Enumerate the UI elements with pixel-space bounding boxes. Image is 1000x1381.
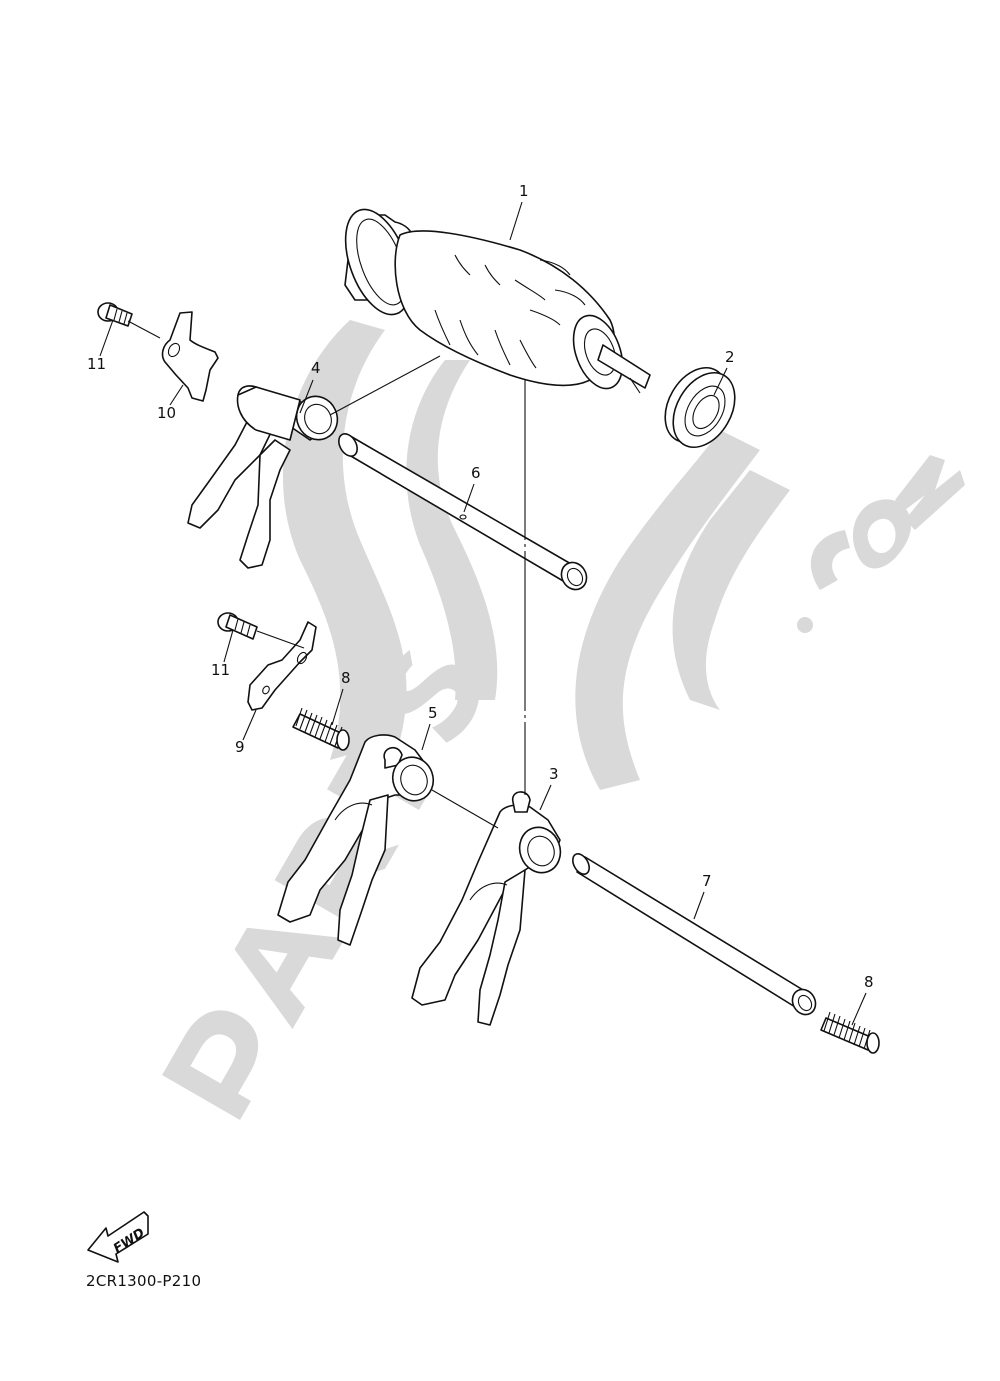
callout-8-lower[interactable]: 8 — [864, 973, 874, 991]
callout-11-upper[interactable]: 11 — [87, 355, 106, 373]
watermark — [162, 320, 965, 1120]
part-6-guide-bar[interactable] — [335, 431, 591, 595]
callout-9[interactable]: 9 — [235, 738, 245, 756]
leader-lines — [99, 201, 867, 1026]
assembly-lines — [127, 320, 526, 829]
part-3-shift-fork[interactable] — [411, 791, 567, 1026]
callout-1[interactable]: 1 — [519, 182, 529, 200]
callout-11-lower[interactable]: 11 — [211, 661, 230, 679]
part-4-shift-fork[interactable] — [187, 385, 344, 569]
part-7-guide-bar[interactable] — [569, 851, 820, 1019]
callout-8-upper[interactable]: 8 — [341, 669, 351, 687]
part-2-bearing[interactable] — [653, 357, 748, 458]
part-9-stopper-plate[interactable] — [247, 621, 317, 711]
part-11-bolt-upper[interactable] — [97, 302, 133, 327]
callout-3[interactable]: 3 — [549, 765, 559, 783]
callout-7[interactable]: 7 — [702, 872, 712, 890]
callout-6[interactable]: 6 — [471, 464, 481, 482]
part-8-spring-lower[interactable] — [820, 1011, 880, 1054]
callouts: 1 2 3 4 5 6 7 8 8 9 10 11 11 — [87, 182, 874, 991]
callout-5[interactable]: 5 — [428, 704, 438, 722]
forward-arrow-icon: FWD — [87, 1211, 149, 1263]
part-1-shift-drum[interactable] — [333, 201, 651, 395]
part-11-bolt-lower[interactable] — [217, 612, 258, 640]
part-10-stopper[interactable] — [161, 311, 219, 402]
callout-10[interactable]: 10 — [157, 404, 176, 422]
reference-code: 2CR1300-P210 — [86, 1272, 202, 1290]
callout-2[interactable]: 2 — [725, 348, 735, 366]
part-5-shift-fork[interactable] — [277, 734, 439, 946]
callout-4[interactable]: 4 — [311, 359, 321, 377]
part-8-spring-upper[interactable] — [292, 707, 350, 751]
